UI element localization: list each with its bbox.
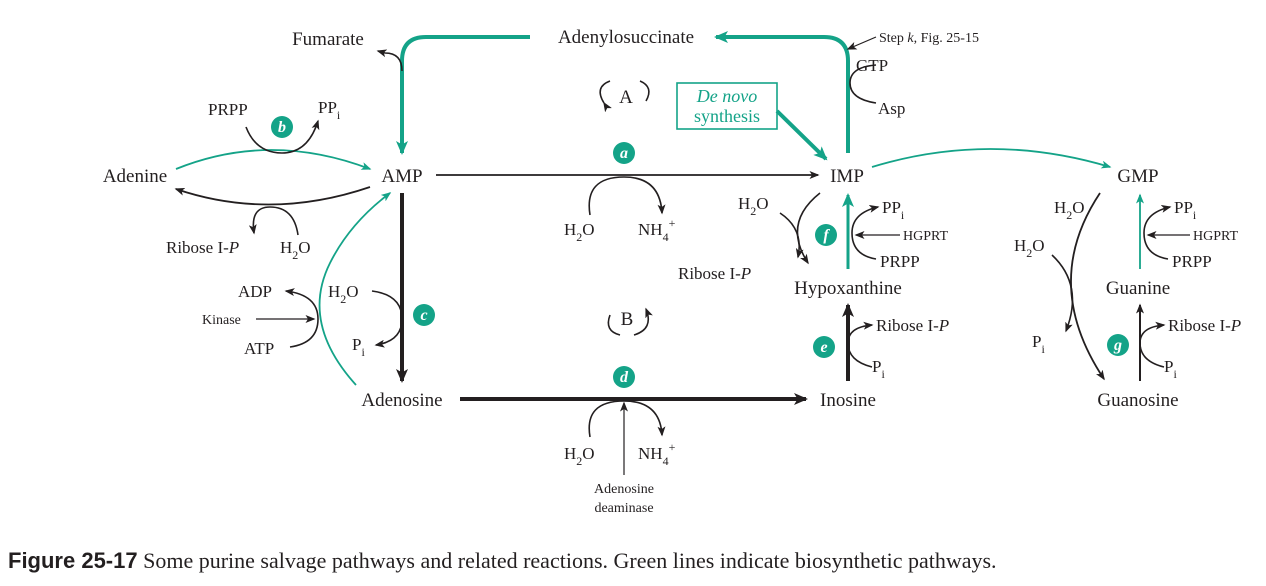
h2o-d: H2O (564, 444, 595, 468)
pi-c: Pi (352, 335, 365, 359)
figure-caption: Figure 25-17 Some purine salvage pathway… (8, 548, 1258, 582)
adenine-to-amp-arrow (175, 149, 372, 170)
step-k-reference: Step k, Fig. 25-15 (879, 31, 979, 46)
hgprt-label-f: HGPRT (903, 229, 949, 244)
node-adenosine: Adenosine (361, 390, 442, 411)
h2o-imp-hypo: H2O (738, 194, 769, 218)
reaction-c-cofactor-curve (371, 290, 403, 348)
imp-to-adenylosuccinate-arrow (714, 31, 850, 153)
reaction-d-cofactor-curve (588, 400, 666, 438)
node-inosine: Inosine (820, 390, 876, 411)
cycle-a-indicator: A (599, 80, 650, 113)
pi-gmp: Pi (1032, 332, 1045, 356)
pi-g: Pi (1164, 357, 1177, 381)
cycle-b-indicator: B (607, 307, 653, 336)
adp-label: ADP (238, 282, 272, 301)
gtp-asp-input (849, 64, 877, 104)
gmp-to-guanosine-arrow (1070, 192, 1105, 381)
ribose-1p-adenine: Ribose I-P (166, 238, 239, 257)
reaction-f-cofactor-curve (851, 205, 880, 260)
fumarate-release-arrow (376, 49, 403, 72)
h2o-adenine: H2O (280, 238, 311, 262)
reaction-e-cofactor-curve (847, 321, 874, 368)
node-adenine: Adenine (103, 166, 167, 187)
node-hypoxanthine: Hypoxanthine (794, 278, 902, 299)
node-adenylosuccinate: Adenylosuccinate (558, 27, 694, 48)
amp-adenine-cofactor-curve (248, 206, 299, 236)
nh4-d: NH4+ (638, 440, 676, 468)
svg-text:e: e (820, 339, 827, 356)
h2o-gmp-top: H2O (1054, 198, 1085, 222)
node-gmp: GMP (1117, 166, 1158, 187)
h2o-a: H2O (564, 220, 595, 244)
gmp-guanosine-cofactor-curve (1051, 254, 1074, 333)
de-novo-box (676, 82, 778, 130)
svg-text:c: c (420, 307, 427, 324)
adenosine-to-amp-arrow (318, 192, 392, 386)
svg-text:b: b (278, 119, 286, 136)
kinase-cofactor-curve (284, 288, 319, 348)
ppi-guanine: PPi (1174, 198, 1197, 222)
step-k-pointer (846, 36, 877, 50)
ribose-1p-e: Ribose I-P (876, 316, 949, 335)
svg-text:a: a (620, 145, 628, 162)
adenosine-deaminase-line1: Adenosine (594, 482, 654, 497)
guanine-gmp-cofactor-curve (1143, 205, 1172, 260)
nh4-a: NH4+ (638, 216, 676, 244)
atp-label: ATP (244, 339, 274, 358)
adenylosuccinate-to-amp-arrow (396, 35, 530, 155)
h2o-c: H2O (328, 282, 359, 306)
svg-text:B: B (621, 309, 634, 330)
hgprt-label-g: HGPRT (1193, 229, 1239, 244)
imp-hypoxanthine-cofactor-curve (779, 212, 804, 259)
kinase-label: Kinase (202, 313, 241, 328)
de-novo-arrow (775, 109, 828, 161)
caption-text: Some purine salvage pathways and related… (143, 548, 997, 573)
h2o-gmp-mid: H2O (1014, 236, 1045, 260)
svg-text:g: g (1113, 337, 1122, 354)
prpp-f: PRPP (880, 252, 920, 271)
ribose-1p-hypo: Ribose I-P (678, 264, 751, 283)
badge-d: d (613, 366, 635, 388)
badge-g: g (1107, 334, 1129, 356)
badge-f: f (815, 224, 837, 246)
figure-number: Figure 25-17 (8, 548, 138, 573)
node-amp: AMP (381, 166, 422, 187)
pi-e: Pi (872, 357, 885, 381)
node-guanine: Guanine (1106, 278, 1170, 299)
node-fumarate: Fumarate (292, 29, 364, 50)
reaction-g-cofactor-curve (1139, 321, 1166, 368)
amp-to-adenine-arrow (174, 186, 371, 206)
ppi-f: PPi (882, 198, 905, 222)
de-novo-line2: synthesis (694, 106, 760, 126)
svg-text:f: f (823, 227, 830, 244)
imp-to-gmp-arrow (871, 148, 1112, 169)
gtp-label: GTP (856, 56, 888, 75)
imp-to-hypoxanthine-arrow (796, 192, 821, 265)
asp-label: Asp (878, 99, 905, 118)
ppi-b: PPi (318, 98, 341, 122)
de-novo-line1: De novo (696, 86, 757, 106)
ribose-1p-g: Ribose I-P (1168, 316, 1241, 335)
reaction-b-cofactor-curve (245, 119, 320, 154)
prpp-guanine: PRPP (1172, 252, 1212, 271)
badge-b: b (271, 116, 293, 138)
badge-a: a (613, 142, 635, 164)
prpp-b: PRPP (208, 100, 248, 119)
svg-text:d: d (620, 369, 629, 386)
node-imp: IMP (830, 166, 864, 187)
node-guanosine: Guanosine (1097, 390, 1178, 411)
reaction-a-cofactor-curve (588, 176, 666, 216)
badge-c: c (413, 304, 435, 326)
adenosine-deaminase-line2: deaminase (594, 501, 653, 516)
svg-text:A: A (619, 87, 633, 108)
badge-e: e (813, 336, 835, 358)
